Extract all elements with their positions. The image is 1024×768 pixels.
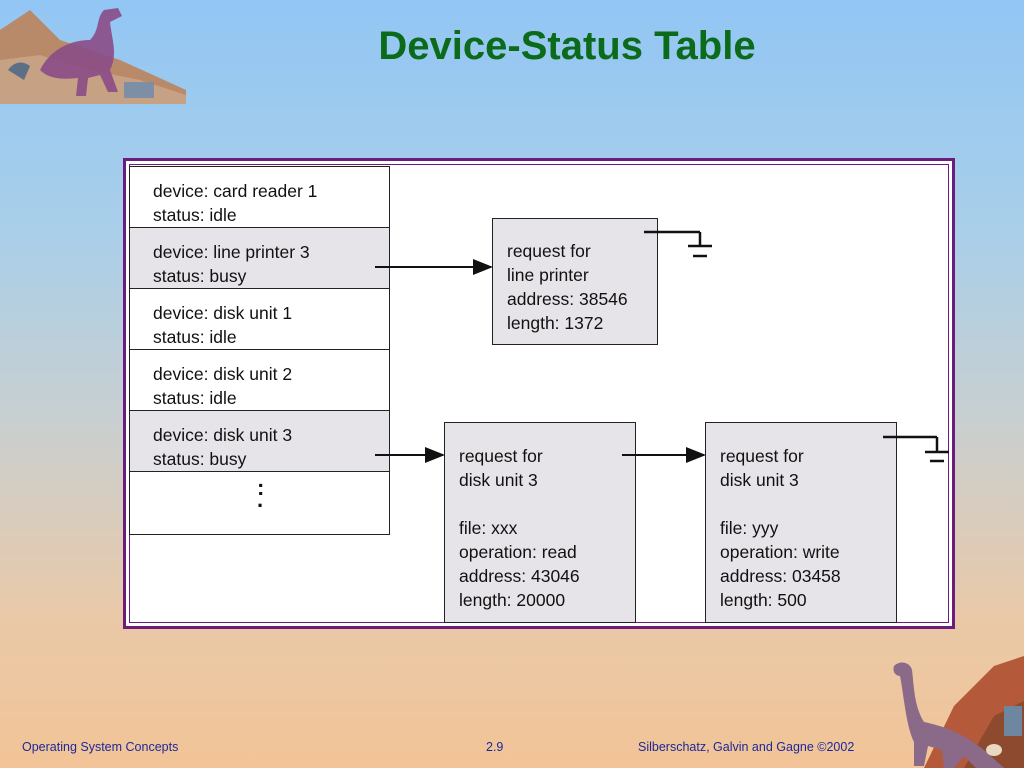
dinosaur-illustration-bottom-right bbox=[893, 656, 1024, 768]
device-status-table: device: card reader 1 status: idle devic… bbox=[129, 166, 390, 535]
table-row: device: disk unit 2 status: idle bbox=[130, 350, 389, 411]
device-name: device: disk unit 3 bbox=[153, 425, 293, 445]
table-row-ellipsis: : . bbox=[130, 472, 389, 534]
table-row: device: line printer 3 status: busy bbox=[130, 228, 389, 289]
footer-course-title: Operating System Concepts bbox=[22, 740, 179, 754]
device-name: device: card reader 1 bbox=[153, 181, 318, 201]
footer-copyright: Silberschatz, Galvin and Gagne ©2002 bbox=[638, 740, 855, 754]
dinosaur-illustration-top-left bbox=[0, 8, 186, 104]
device-name: device: line printer 3 bbox=[153, 242, 310, 262]
request-line-printer: request for line printer address: 38546 … bbox=[492, 218, 658, 345]
table-row: device: disk unit 1 status: idle bbox=[130, 289, 389, 350]
footer-slide-number: 2.9 bbox=[486, 740, 504, 754]
device-status: status: idle bbox=[153, 388, 237, 408]
table-row: device: disk unit 3 status: busy bbox=[130, 411, 389, 472]
device-name: device: disk unit 2 bbox=[153, 364, 293, 384]
device-status: status: busy bbox=[153, 449, 247, 469]
device-status: status: busy bbox=[153, 266, 247, 286]
slide-title: Device-Status Table bbox=[378, 24, 756, 68]
device-status: status: idle bbox=[153, 327, 237, 347]
request-disk-unit-3-second: request for disk unit 3 file: yyy operat… bbox=[705, 422, 897, 623]
device-name: device: disk unit 1 bbox=[153, 303, 293, 323]
ellipsis: : . bbox=[257, 475, 265, 512]
table-row: device: card reader 1 status: idle bbox=[130, 167, 389, 228]
request-disk-unit-3-first: request for disk unit 3 file: xxx operat… bbox=[444, 422, 636, 623]
device-status: status: idle bbox=[153, 205, 237, 225]
